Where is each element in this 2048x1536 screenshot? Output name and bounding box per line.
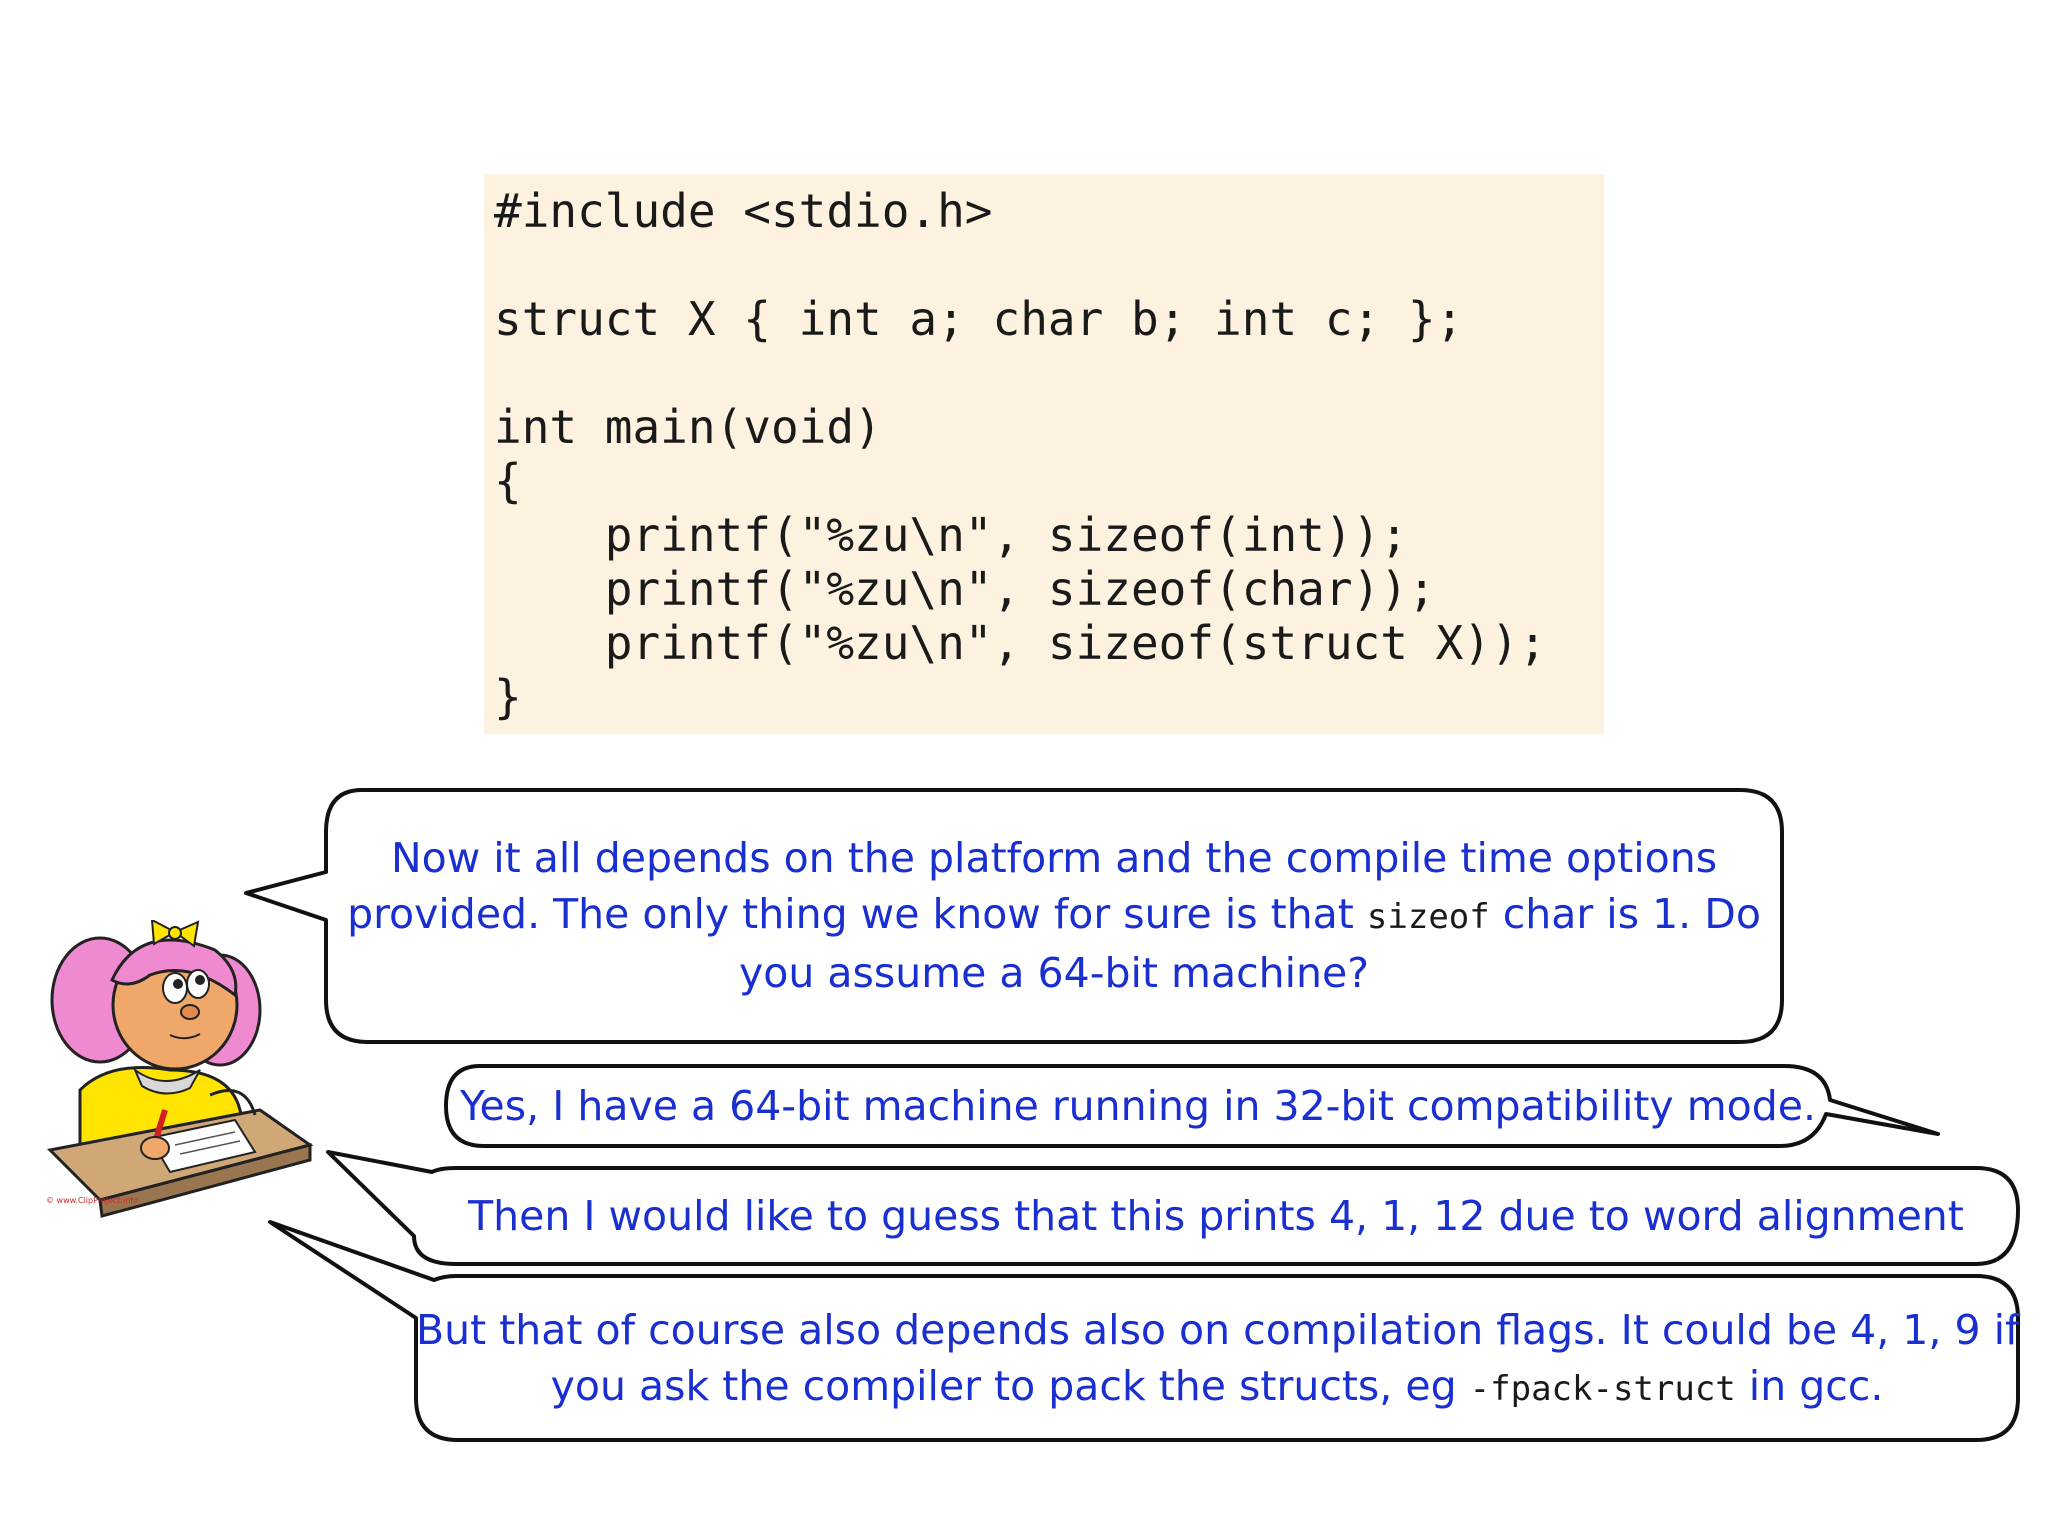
bubble-1-line-3: you assume a 64-bit machine? [739, 949, 1369, 997]
code-line: printf("%zu\n", sizeof(struct X)); [494, 616, 1547, 670]
speech-bubble-3-text: Then I would like to guess that this pri… [468, 1192, 1964, 1240]
code-line: printf("%zu\n", sizeof(char)); [494, 562, 1436, 616]
code-line: } [494, 670, 522, 724]
inline-code-sizeof: sizeof [1366, 897, 1490, 937]
girl-writing-icon [46, 920, 314, 1218]
code-block: #include <stdio.h> struct X { int a; cha… [484, 174, 1604, 734]
speech-bubble-1 [244, 788, 1784, 1044]
speech-bubble-2-text: Yes, I have a 64-bit machine running in … [459, 1082, 1817, 1130]
bubble-4-line-2-post: in gcc. [1735, 1362, 1884, 1410]
speech-bubble-4-text: But that of course also depends also on … [416, 1302, 2020, 1417]
code-line: struct X { int a; char b; int c; }; [494, 292, 1464, 346]
bubble-1-line-1: Now it all depends on the platform and t… [390, 834, 1718, 882]
bubble-4-line-2: you ask the compiler to pack the structs… [416, 1358, 2018, 1417]
code-line: { [494, 454, 522, 508]
bubble-1-line-2: provided. The only thing we know for sur… [326, 886, 1782, 945]
bubble-4-line-1: But that of course also depends also on … [416, 1306, 2020, 1354]
inline-code-fpack-struct: -fpack-struct [1469, 1369, 1736, 1409]
speech-bubble-1-text: Now it all depends on the platform and t… [326, 830, 1782, 1001]
speech-bubble-4 [268, 1220, 2020, 1442]
bubble-4-line-2-pre: you ask the compiler to pack the structs… [550, 1362, 1470, 1410]
bubble-1-line-2-post: char is 1. Do [1489, 890, 1761, 938]
speech-bubble-3 [326, 1150, 2020, 1266]
illustration-credit: © www.ClipProject.info [46, 1196, 139, 1205]
code-line: int main(void) [494, 400, 882, 454]
speech-bubble-2 [444, 1064, 1940, 1148]
code-line: #include <stdio.h> [494, 184, 993, 238]
code-line: printf("%zu\n", sizeof(int)); [494, 508, 1408, 562]
bubble-1-line-2-pre: provided. The only thing we know for sur… [347, 890, 1367, 938]
